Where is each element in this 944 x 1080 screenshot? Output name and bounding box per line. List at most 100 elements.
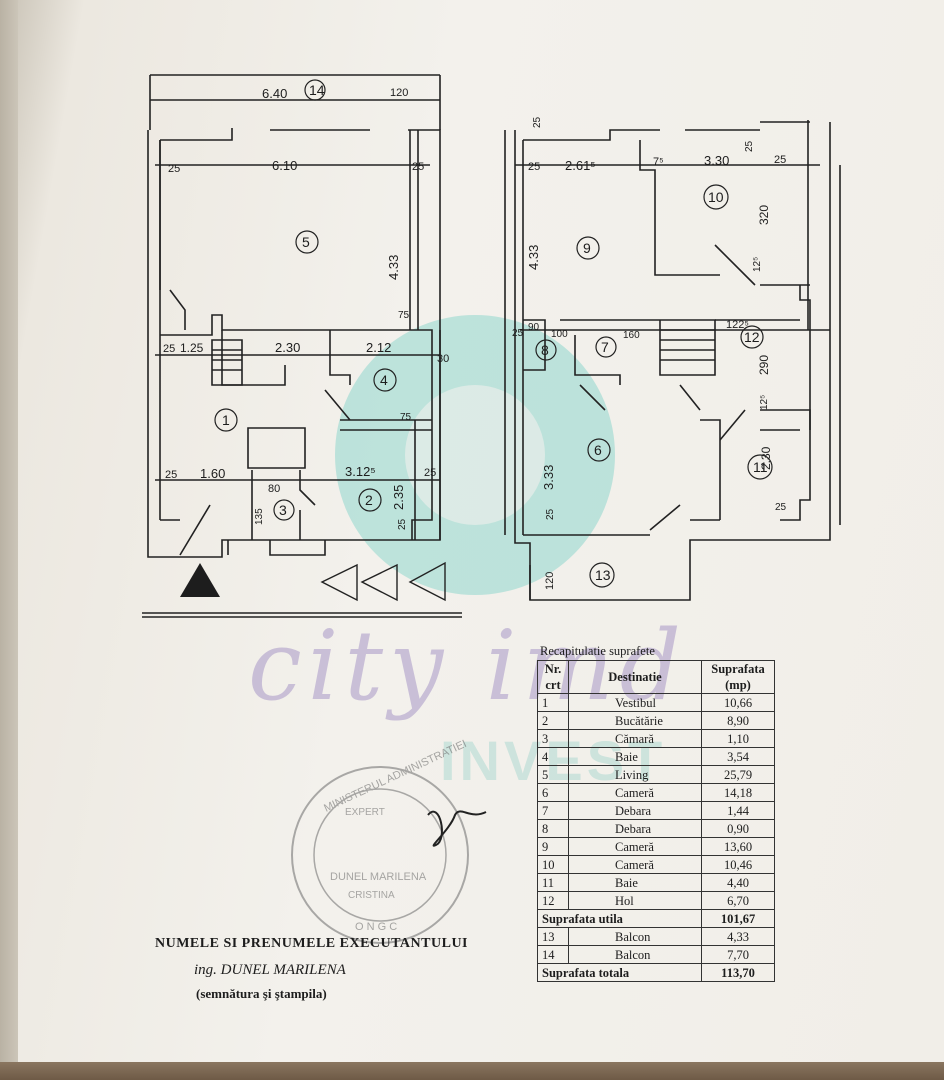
dim-label: 122⁵ [726, 319, 749, 331]
cell-val: 25,79 [701, 765, 775, 784]
dim-label: 135 [254, 508, 265, 525]
cell-val: 13,60 [701, 837, 775, 856]
dim-label: 160 [623, 330, 640, 341]
dim-label: 25 [163, 343, 175, 355]
total-value: 113,70 [701, 963, 775, 982]
dim-label: 25 [512, 328, 524, 339]
dim-label: 2.30 [759, 446, 773, 470]
dim-label: 25 [744, 140, 755, 152]
dim-label: 4.33 [386, 255, 401, 280]
dim-label: 120 [390, 87, 408, 99]
cell-nr: 7 [537, 801, 569, 820]
cell-nr: 3 [537, 729, 569, 748]
cell-dest: Baie [568, 747, 702, 766]
cell-dest: Debara [568, 819, 702, 838]
room-2: 2 [365, 492, 373, 508]
dim-label: 320 [757, 205, 771, 225]
dim-label: 25 [412, 161, 424, 173]
cell-val: 4,33 [701, 927, 775, 946]
room-4: 4 [380, 372, 388, 388]
table-surface-edge [0, 1062, 944, 1080]
cell-val: 7,70 [701, 945, 775, 964]
room-13: 13 [595, 567, 611, 583]
cell-nr: 13 [537, 927, 569, 946]
util-label: Suprafata utila [537, 909, 702, 928]
svg-text:CRISTINA: CRISTINA [348, 890, 395, 901]
dim-label: 80 [268, 483, 280, 495]
cell-nr: 11 [537, 873, 569, 892]
dim-label: 75 [400, 412, 412, 423]
table-title: Recapitulatie suprafete [540, 644, 655, 658]
dim-label: 2.61⁵ [565, 158, 596, 173]
cell-nr: 8 [537, 819, 569, 838]
room-3: 3 [279, 502, 287, 518]
cell-dest: Baie [568, 873, 702, 892]
cell-nr: 1 [537, 693, 569, 712]
dim-label: 25 [528, 161, 540, 173]
dim-label: 25 [165, 469, 177, 481]
cell-dest: Cameră [568, 855, 702, 874]
dim-label: 12⁵ [752, 257, 763, 272]
cell-nr: 5 [537, 765, 569, 784]
cell-dest: Living [568, 765, 702, 784]
cell-val: 10,66 [701, 693, 775, 712]
dim-label: 290 [757, 355, 771, 375]
dim-label: 25 [545, 508, 556, 520]
dim-label: 120 [544, 572, 556, 590]
util-value: 101,67 [701, 909, 775, 928]
cell-nr: 14 [537, 945, 569, 964]
room-12: 12 [744, 329, 760, 345]
room-11: 11 [753, 459, 768, 475]
cell-val: 1,44 [701, 801, 775, 820]
svg-text:MINISTERUL ADMINISTRATIEI: MINISTERUL ADMINISTRATIEI [322, 738, 468, 815]
cell-nr: 9 [537, 837, 569, 856]
document-page [18, 0, 944, 1065]
cell-dest: Cămară [568, 729, 702, 748]
dim-label: 4.33 [526, 245, 541, 270]
room-5: 5 [302, 234, 310, 250]
cell-dest: Cameră [568, 837, 702, 856]
cell-val: 14,18 [701, 783, 775, 802]
dim-label: 7⁵ [653, 156, 664, 168]
executant-name: ing. DUNEL MARILENA [194, 962, 346, 978]
dim-label: 3.30 [704, 153, 729, 168]
dim-label: 12⁵ [759, 395, 770, 410]
room-1: 1 [222, 412, 230, 428]
dim-label: 1.25 [180, 341, 204, 355]
dim-label: 3.33 [541, 465, 556, 490]
svg-text:EXPERT: EXPERT [345, 807, 385, 818]
total-label: Suprafata totala [537, 963, 702, 982]
cell-dest: Cameră [568, 783, 702, 802]
cell-dest: Bucătărie [568, 711, 702, 730]
cell-val: 6,70 [701, 891, 775, 910]
dim-label: 30 [437, 353, 449, 365]
cell-nr: 12 [537, 891, 569, 910]
dim-label: 6.40 [262, 86, 287, 101]
cell-nr: 4 [537, 747, 569, 766]
dim-label: 25 [775, 502, 787, 513]
dim-label: 75 [398, 310, 410, 321]
signature [427, 810, 487, 847]
dim-label: 25 [168, 163, 180, 175]
dim-label: 1.60 [200, 466, 225, 481]
header-destinatie: Destinatie [568, 660, 702, 694]
executant-title: NUMELE SI PRENUMELE EXECUTANTULUI [155, 936, 469, 951]
dim-label: 100 [551, 329, 568, 340]
room-8: 8 [541, 342, 549, 358]
cell-val: 0,90 [701, 819, 775, 838]
cell-nr: 2 [537, 711, 569, 730]
entrance-marker [180, 563, 220, 597]
cell-val: 3,54 [701, 747, 775, 766]
